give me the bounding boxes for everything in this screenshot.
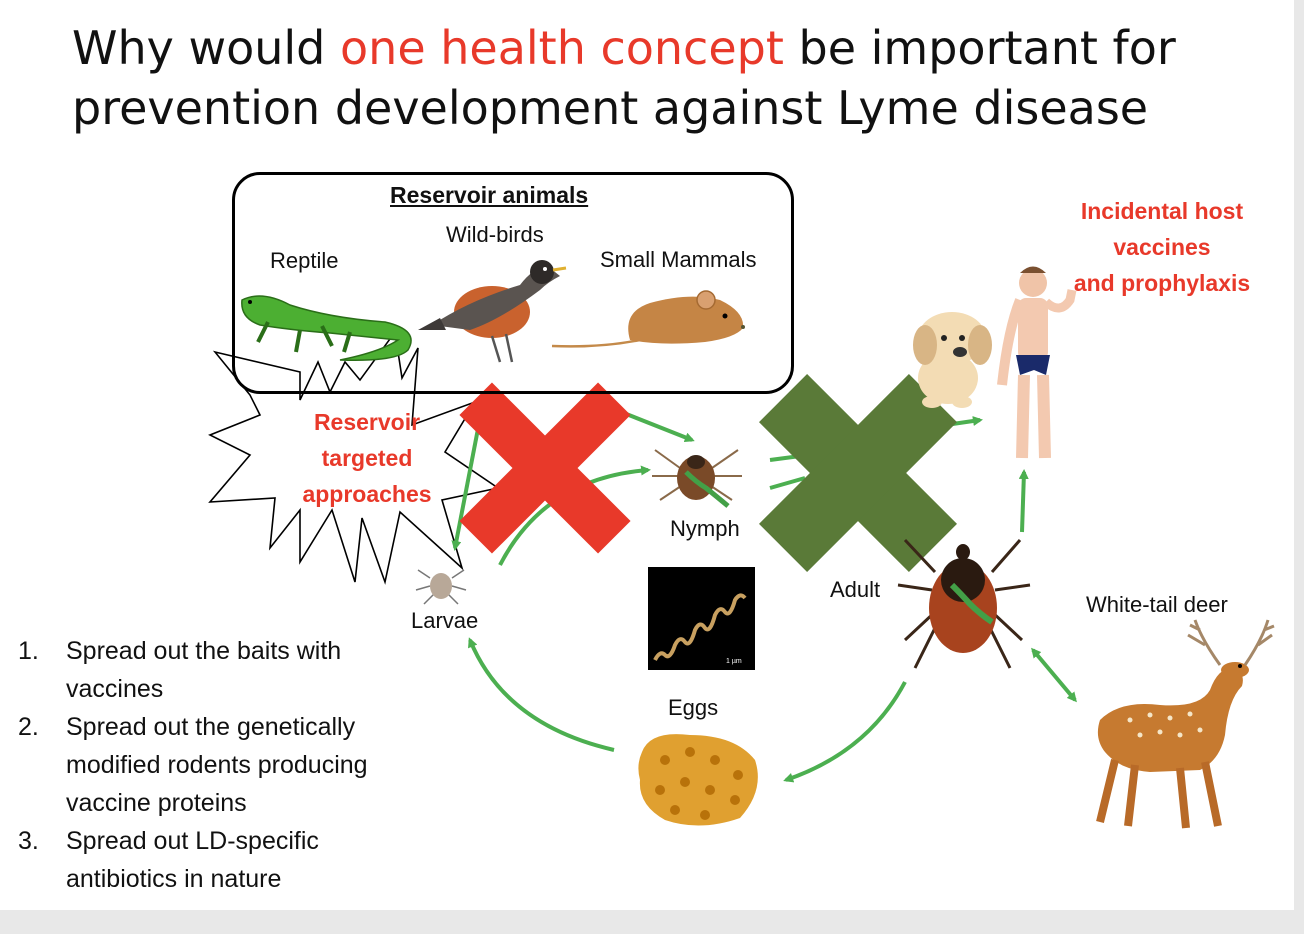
title-line2: prevention development against Lyme dise… [72, 81, 1149, 135]
step-line: modified rodents producing [66, 751, 368, 779]
step-line: vaccines [66, 675, 164, 703]
larvae-label: Larvae [411, 608, 479, 633]
mouse-icon [551, 290, 745, 348]
targeted-line3: approaches [302, 481, 432, 507]
human-icon [997, 266, 1077, 459]
step-line: Spread out the genetically [66, 713, 356, 741]
step-item: 1. Spread out the baits with vaccines [18, 632, 448, 708]
slide: Why would one health concept be importan… [0, 0, 1294, 910]
dog-icon [913, 312, 992, 408]
step-item: 2. Spread out the genetically modified r… [18, 708, 448, 822]
step-line: Spread out the baits with [66, 637, 342, 665]
title-highlight: one health concept [340, 21, 784, 75]
nymph-label: Nymph [670, 516, 740, 541]
borrelia-micrograph [648, 567, 755, 670]
step-item: 3. Spread out LD-specific antibiotics in… [18, 822, 448, 898]
adult-tick-icon [897, 538, 1031, 669]
life-cycle-arrows [451, 399, 1077, 783]
reptile-label: Reptile [270, 248, 339, 273]
step-line: Spread out LD-specific [66, 827, 319, 855]
eggs-label: Eggs [668, 695, 719, 720]
targeted-line2: targeted [321, 445, 413, 471]
deer-icon [1096, 619, 1275, 829]
reservoir-heading: Reservoir animals [390, 182, 589, 208]
targeted-line1: Reservoir [313, 409, 421, 435]
slide-title: Why would one health concept be importan… [72, 18, 1176, 138]
micrograph-scale-label: 1 µm [726, 658, 742, 665]
wild-birds-label: Wild-birds [446, 222, 544, 247]
eggs-icon [638, 734, 758, 826]
step-line: antibiotics in nature [66, 865, 282, 893]
adult-label: Adult [830, 577, 881, 602]
step-number: 2. [18, 713, 39, 741]
robin-icon [418, 260, 567, 363]
steps-list: 1. Spread out the baits with vaccines 2.… [18, 632, 448, 898]
nymph-tick-icon [652, 449, 742, 508]
white-tail-deer-label: White-tail deer [1086, 592, 1228, 617]
diagram-graphics [208, 260, 1275, 829]
red-cross-icon [459, 382, 631, 554]
step-number: 3. [18, 827, 39, 855]
starburst-shape [208, 329, 500, 585]
incidental-line3: and prophylaxis [1073, 270, 1251, 296]
incidental-host-text: Incidental host vaccines and prophylaxis [1050, 193, 1274, 301]
title-part2: be important for [783, 21, 1176, 75]
green-cross-icon [759, 374, 957, 572]
small-mammals-label: Small Mammals [600, 247, 757, 272]
incidental-line1: Incidental host [1080, 198, 1244, 224]
step-number: 1. [18, 637, 39, 665]
lizard-icon [241, 295, 412, 362]
reservoir-targeted-text: Reservoir targeted approaches [282, 404, 452, 512]
title-part1: Why would [72, 21, 341, 75]
reservoir-animals-box [232, 172, 794, 394]
step-line: vaccine proteins [66, 789, 247, 817]
incidental-line2: vaccines [1113, 234, 1211, 260]
larvae-tick-icon [415, 569, 467, 605]
